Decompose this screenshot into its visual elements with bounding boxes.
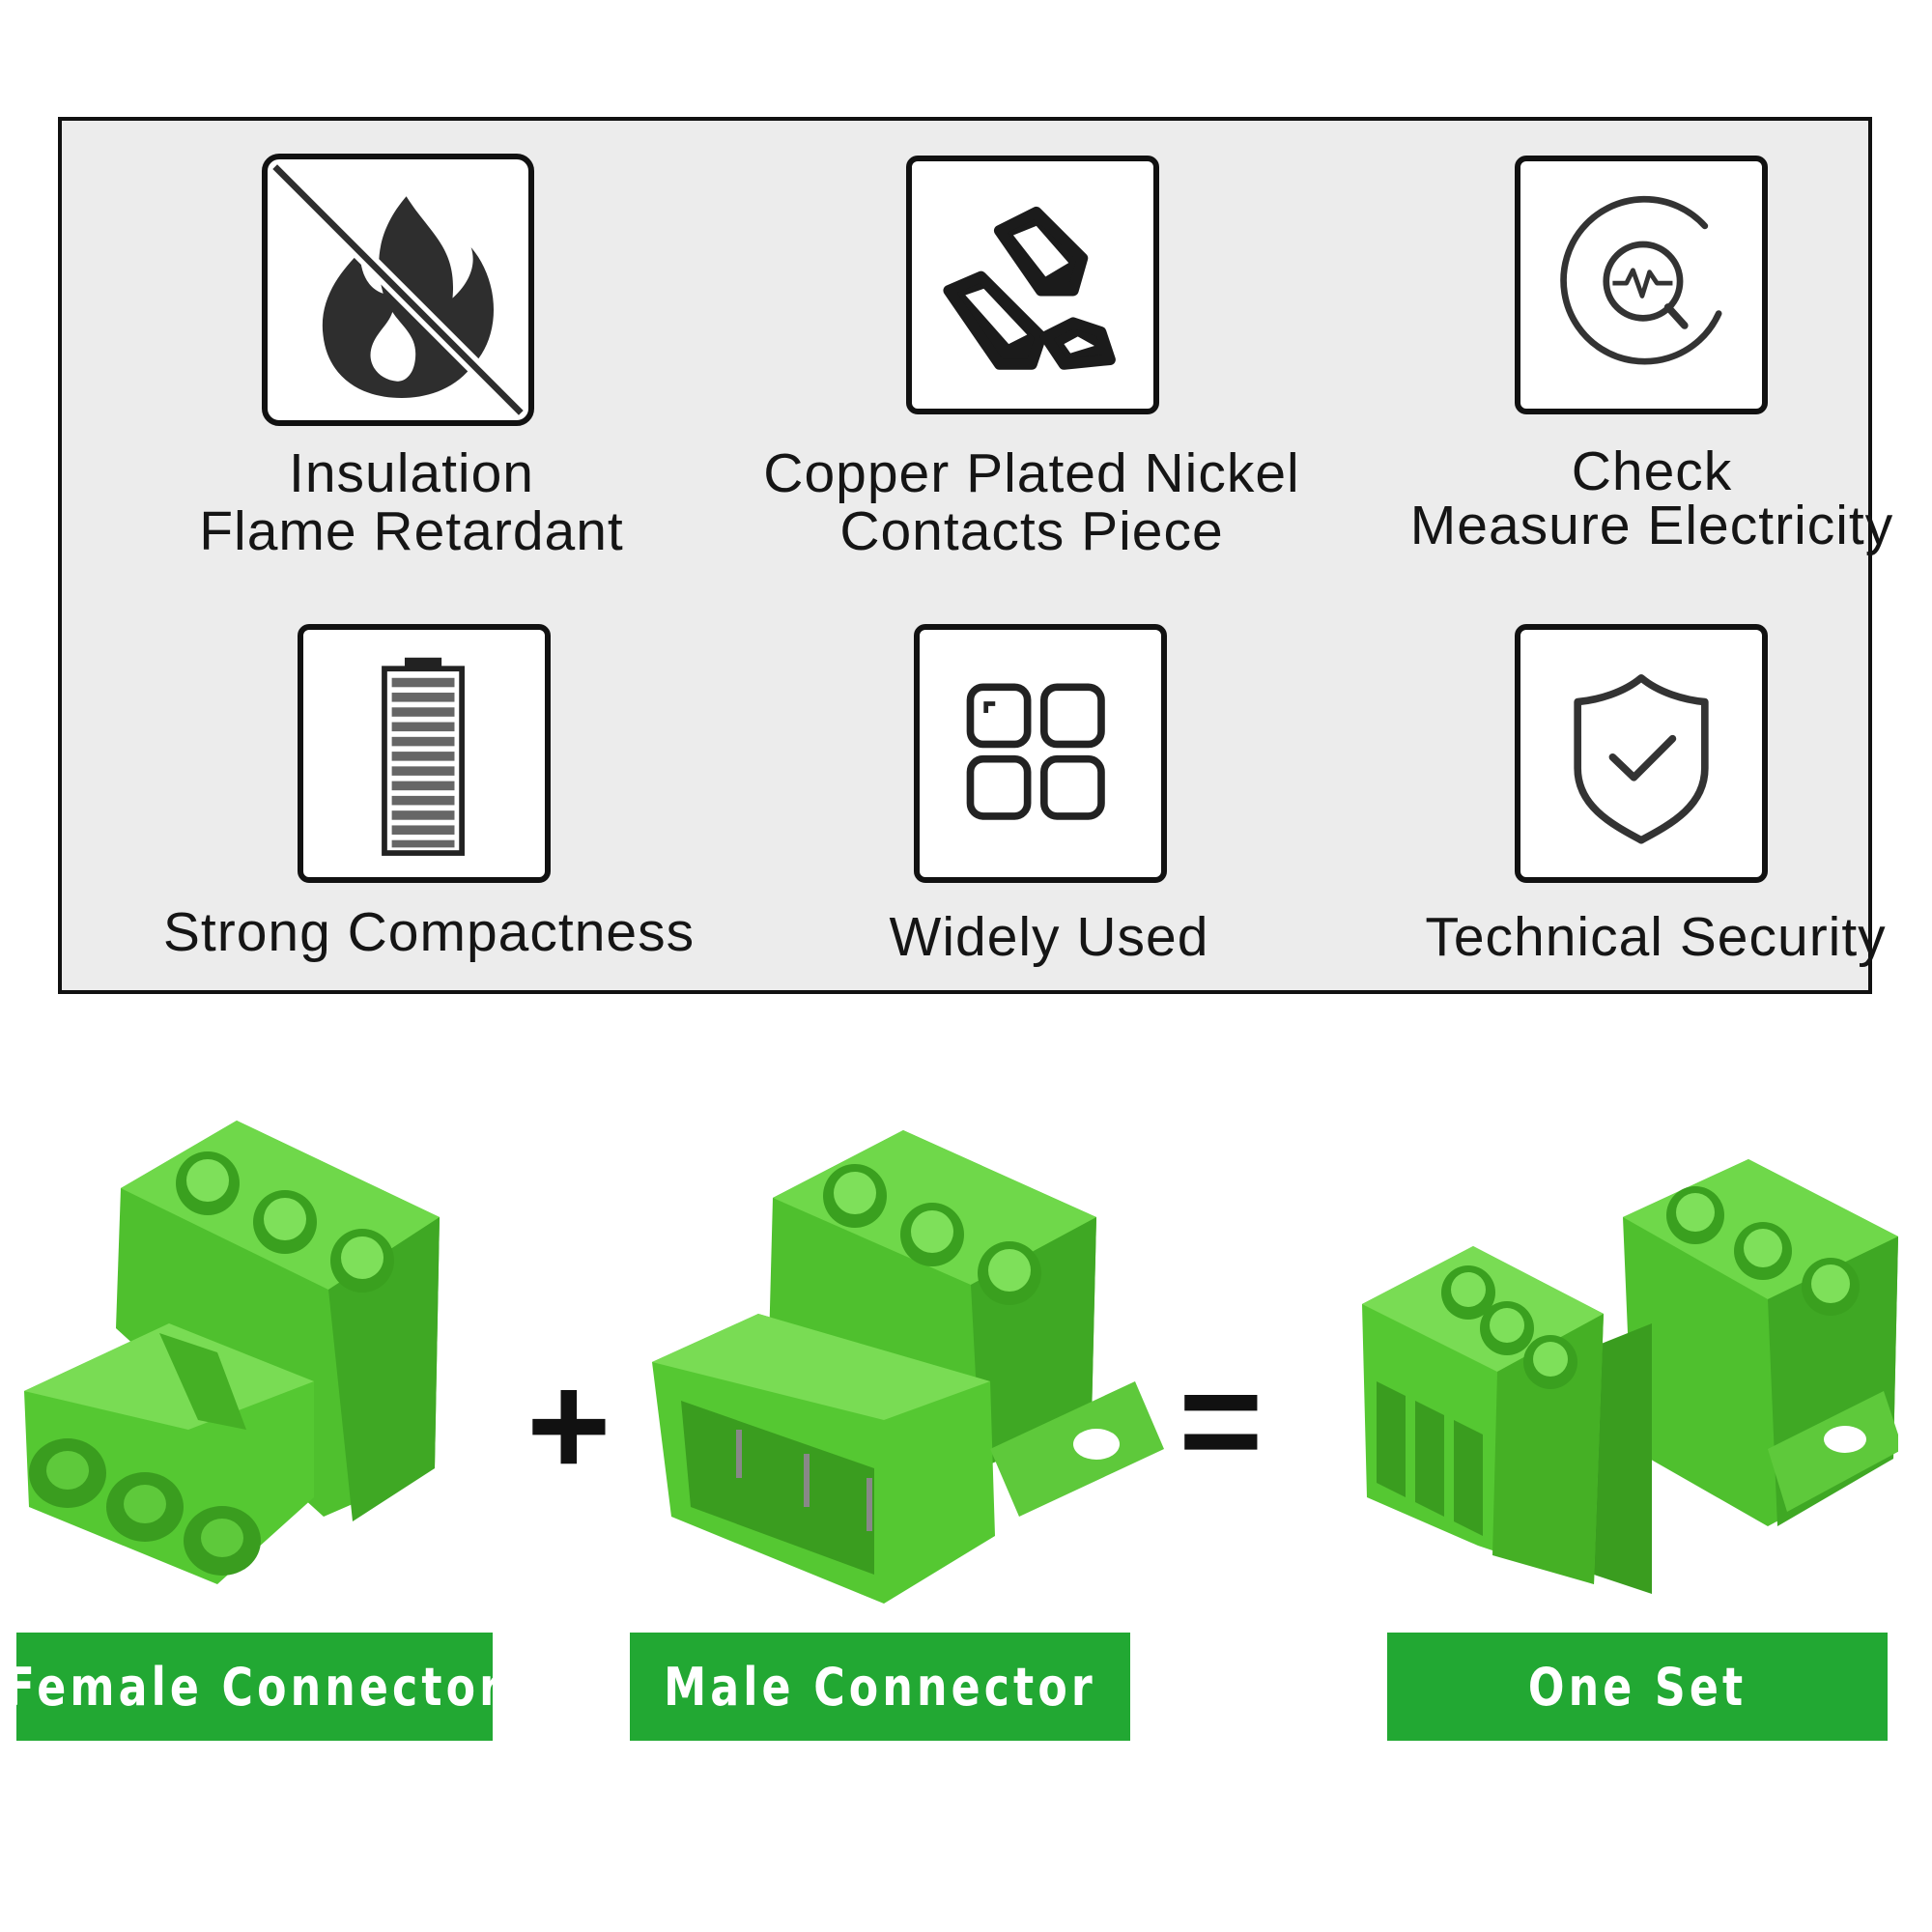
feature-label-copper-contacts: Copper Plated Nickel Contacts Piece xyxy=(732,444,1331,560)
caption-female-connector: Female Connector xyxy=(5,1633,500,1741)
feature-label-line: Flame Retardant xyxy=(199,500,624,562)
male-connector-image xyxy=(652,1130,1169,1613)
features-panel: Insulation Flame Retardant Copper Plated… xyxy=(58,117,1892,994)
equals-sign: = xyxy=(1179,1339,1264,1501)
feature-label-line: Technical Security xyxy=(1425,906,1887,968)
measure-scan-icon xyxy=(1515,156,1768,414)
connector-set-image xyxy=(1362,1130,1898,1613)
caption-text: One Set xyxy=(1527,1656,1747,1718)
battery-icon xyxy=(298,624,551,883)
no-flame-icon xyxy=(262,154,534,426)
feature-label-strong-compactness: Strong Compactness xyxy=(129,903,728,961)
metal-bars-icon xyxy=(906,156,1159,414)
feature-label-measure-electricity: Check Measure Electricity xyxy=(1352,440,1932,556)
feature-label-line: Copper Plated Nickel xyxy=(763,442,1300,504)
feature-label-line: Measure Electricity xyxy=(1409,495,1894,556)
female-connector-image xyxy=(24,1111,459,1594)
caption-text: Male Connector xyxy=(664,1656,1096,1718)
plus-sign: + xyxy=(526,1344,611,1506)
grid-squares-icon xyxy=(914,624,1167,883)
caption-male-connector: Male Connector xyxy=(630,1633,1130,1741)
caption-one-set: One Set xyxy=(1387,1633,1888,1741)
feature-label-widely-used: Widely Used xyxy=(750,908,1349,966)
feature-label-flame-retardant: Insulation Flame Retardant xyxy=(112,444,711,560)
feature-label-technical-security: Technical Security xyxy=(1356,908,1932,966)
feature-label-line: Insulation xyxy=(288,442,534,504)
caption-text: Female Connector xyxy=(5,1656,504,1718)
shield-check-icon xyxy=(1515,624,1768,883)
feature-label-line: Strong Compactness xyxy=(162,901,696,963)
feature-label-line: Widely Used xyxy=(889,906,1209,968)
feature-label-line: Contacts Piece xyxy=(839,500,1224,562)
feature-label-line: Check xyxy=(1571,440,1733,502)
